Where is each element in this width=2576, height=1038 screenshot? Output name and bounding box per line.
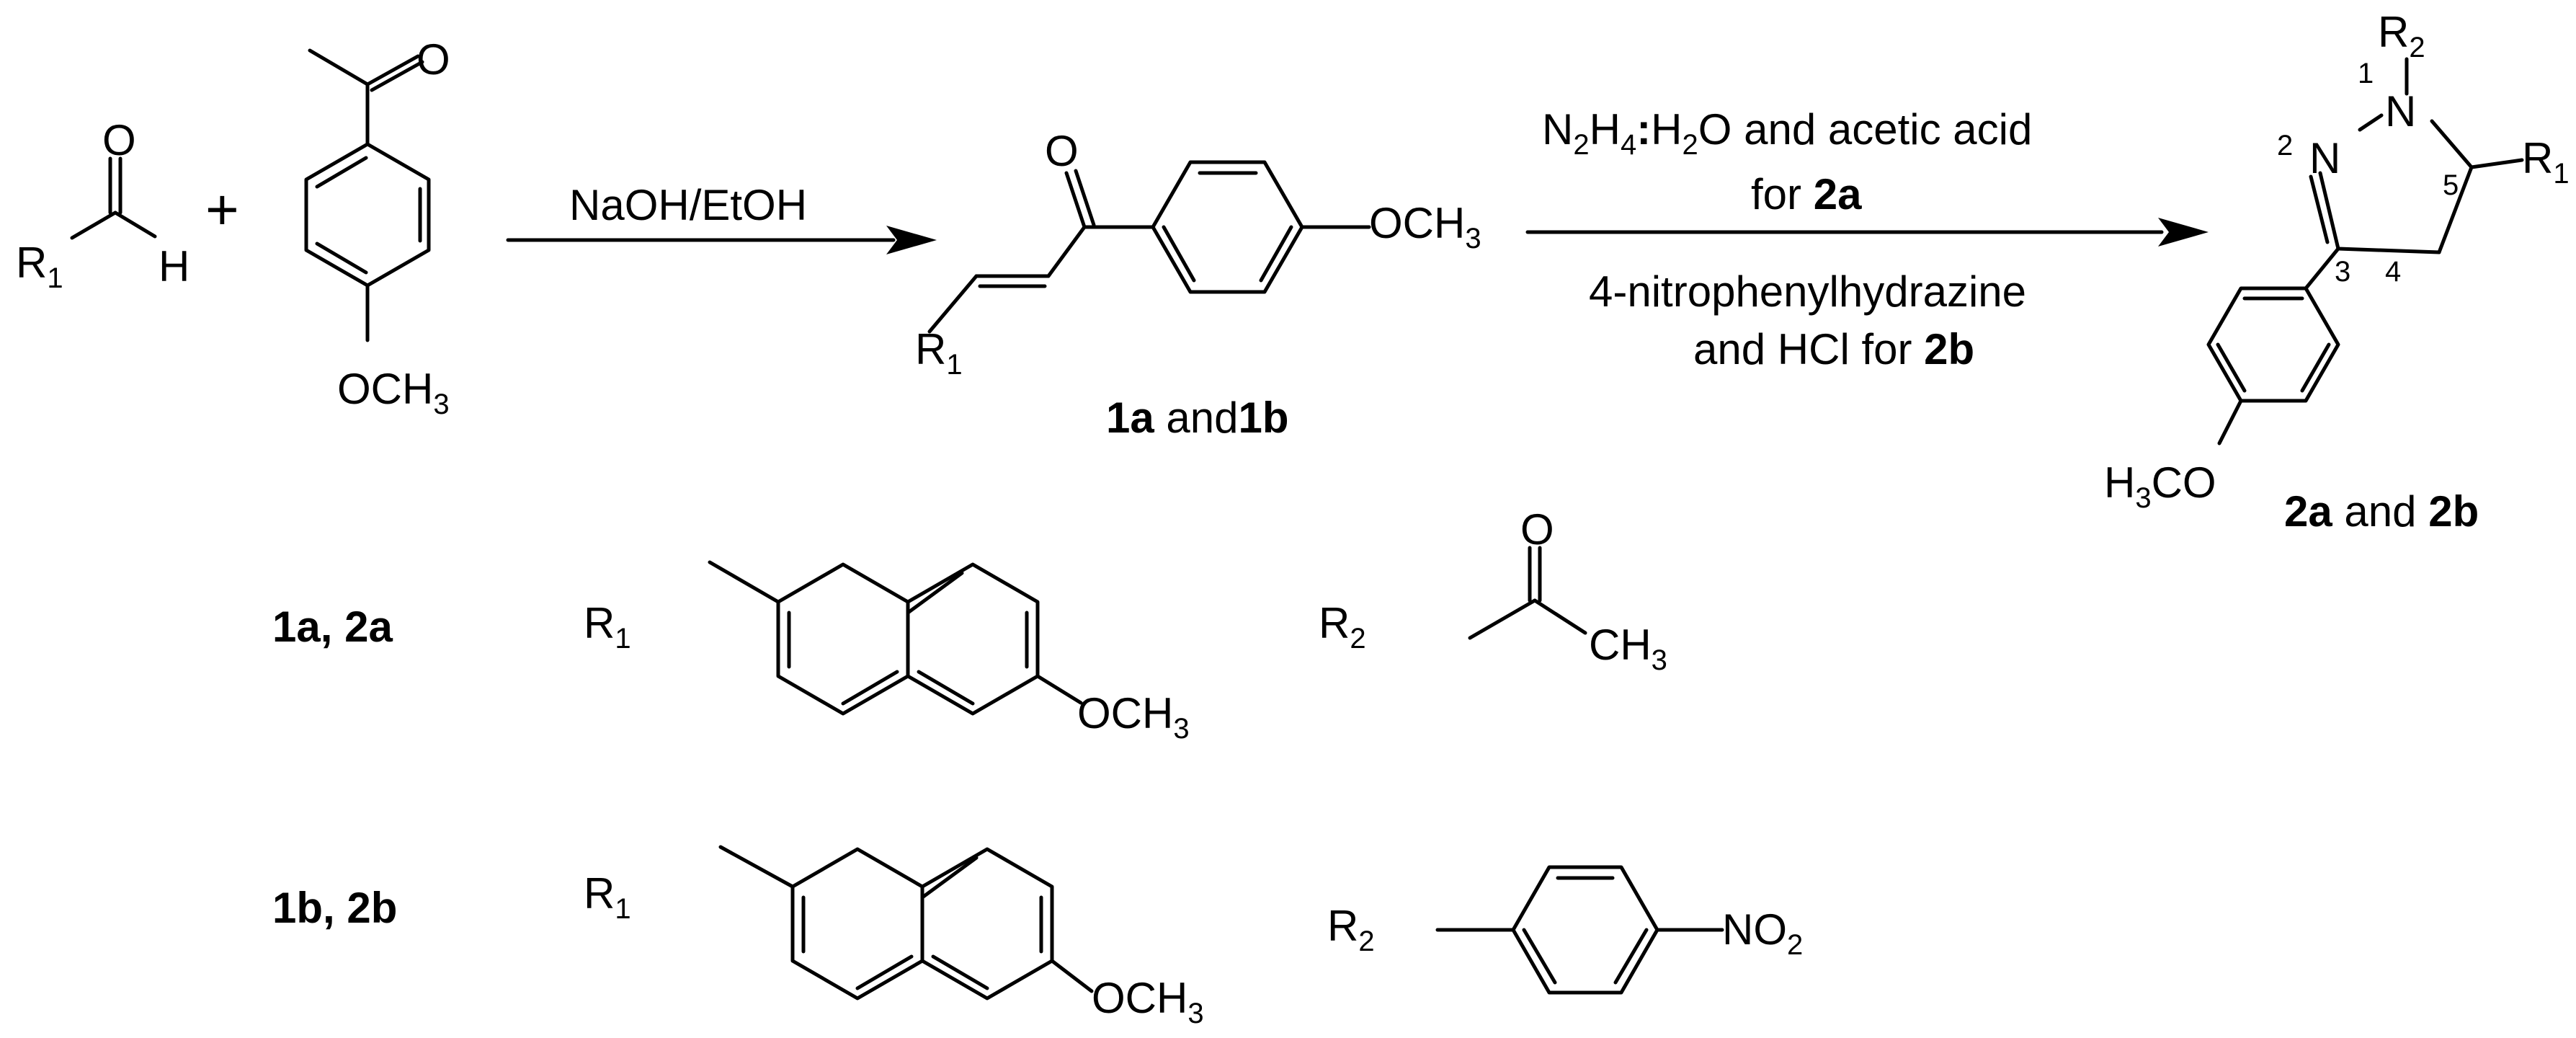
row1-compounds: 1a, 2a xyxy=(272,603,393,651)
step2-line4: and HCl for 2b xyxy=(1693,325,1974,373)
chalcone-oxygen: O xyxy=(1045,127,1079,175)
reaction-arrow-2 xyxy=(1525,218,2209,247)
pyrazoline-n2: N xyxy=(2309,134,2340,182)
chalcone-r1: R1 xyxy=(915,325,963,381)
legend-row-2: 1b, 2b R1 OCH3 R2 NO2 xyxy=(272,845,1803,1029)
pyrazoline-pos1: 1 xyxy=(2358,58,2374,89)
chalcone-structure: O OCH3 R1 xyxy=(915,127,1481,381)
row1-acetyl xyxy=(1468,546,1587,640)
aldehyde-r1: R1 xyxy=(16,239,63,294)
row1-r2-oxygen: O xyxy=(1520,505,1554,554)
row2-r1-methoxy: OCH3 xyxy=(1092,974,1204,1029)
pyrazoline-r2: R2 xyxy=(2378,8,2425,63)
acetophenone-structure: O OCH3 xyxy=(304,35,450,420)
plus-sign: + xyxy=(205,177,239,241)
row1-r2: R2 xyxy=(1319,599,1366,655)
acetophenone-methoxy: OCH3 xyxy=(337,365,450,420)
pyrazoline-pos2: 2 xyxy=(2277,130,2293,161)
pyrazoline-structure: R2 1 N 2 N R1 5 3 4 H3CO xyxy=(2104,8,2570,514)
aldehyde-structure: O H R1 xyxy=(16,116,190,294)
legend-row-1: 1a, 2a R1 OCH3 R2 O CH3 xyxy=(272,505,1667,745)
pyrazoline-n1: N xyxy=(2385,87,2416,136)
chalcone-label: 1a and1b xyxy=(1106,394,1289,442)
row1-r2-methyl: CH3 xyxy=(1589,621,1667,676)
aldehyde-hydrogen: H xyxy=(159,242,190,290)
pyrazoline-pos3: 3 xyxy=(2335,256,2350,288)
pyrazoline-label: 2a and 2b xyxy=(2284,487,2479,536)
row2-naphthyl xyxy=(718,845,1094,1001)
row1-naphthyl xyxy=(708,560,1083,716)
row2-r2: R2 xyxy=(1327,902,1375,957)
step2-line2: for 2a xyxy=(1751,170,1862,218)
pyrazoline-pos5: 5 xyxy=(2443,169,2459,201)
row2-nitrophenyl xyxy=(1435,865,1724,995)
row2-r2-nitro: NO2 xyxy=(1722,905,1803,961)
chalcone-methoxy: OCH3 xyxy=(1369,199,1481,254)
pyrazoline-r1: R1 xyxy=(2522,134,2570,190)
pyrazoline-methoxy: H3CO xyxy=(2104,458,2216,514)
row2-r1: R1 xyxy=(584,869,631,925)
row2-compounds: 1b, 2b xyxy=(272,884,397,932)
aldehyde-oxygen: O xyxy=(102,116,136,164)
row1-r1-methoxy: OCH3 xyxy=(1077,689,1190,745)
pyrazoline-pos4: 4 xyxy=(2385,256,2401,288)
row1-r1: R1 xyxy=(584,599,631,655)
step1-reagent: NaOH/EtOH xyxy=(569,181,807,229)
reaction-arrow-1 xyxy=(506,226,937,254)
step2-line1: N2H4:H2O and acetic acid xyxy=(1542,105,2032,161)
acetophenone-oxygen: O xyxy=(416,35,450,84)
step2-line3: 4-nitrophenylhydrazine xyxy=(1589,267,2026,316)
